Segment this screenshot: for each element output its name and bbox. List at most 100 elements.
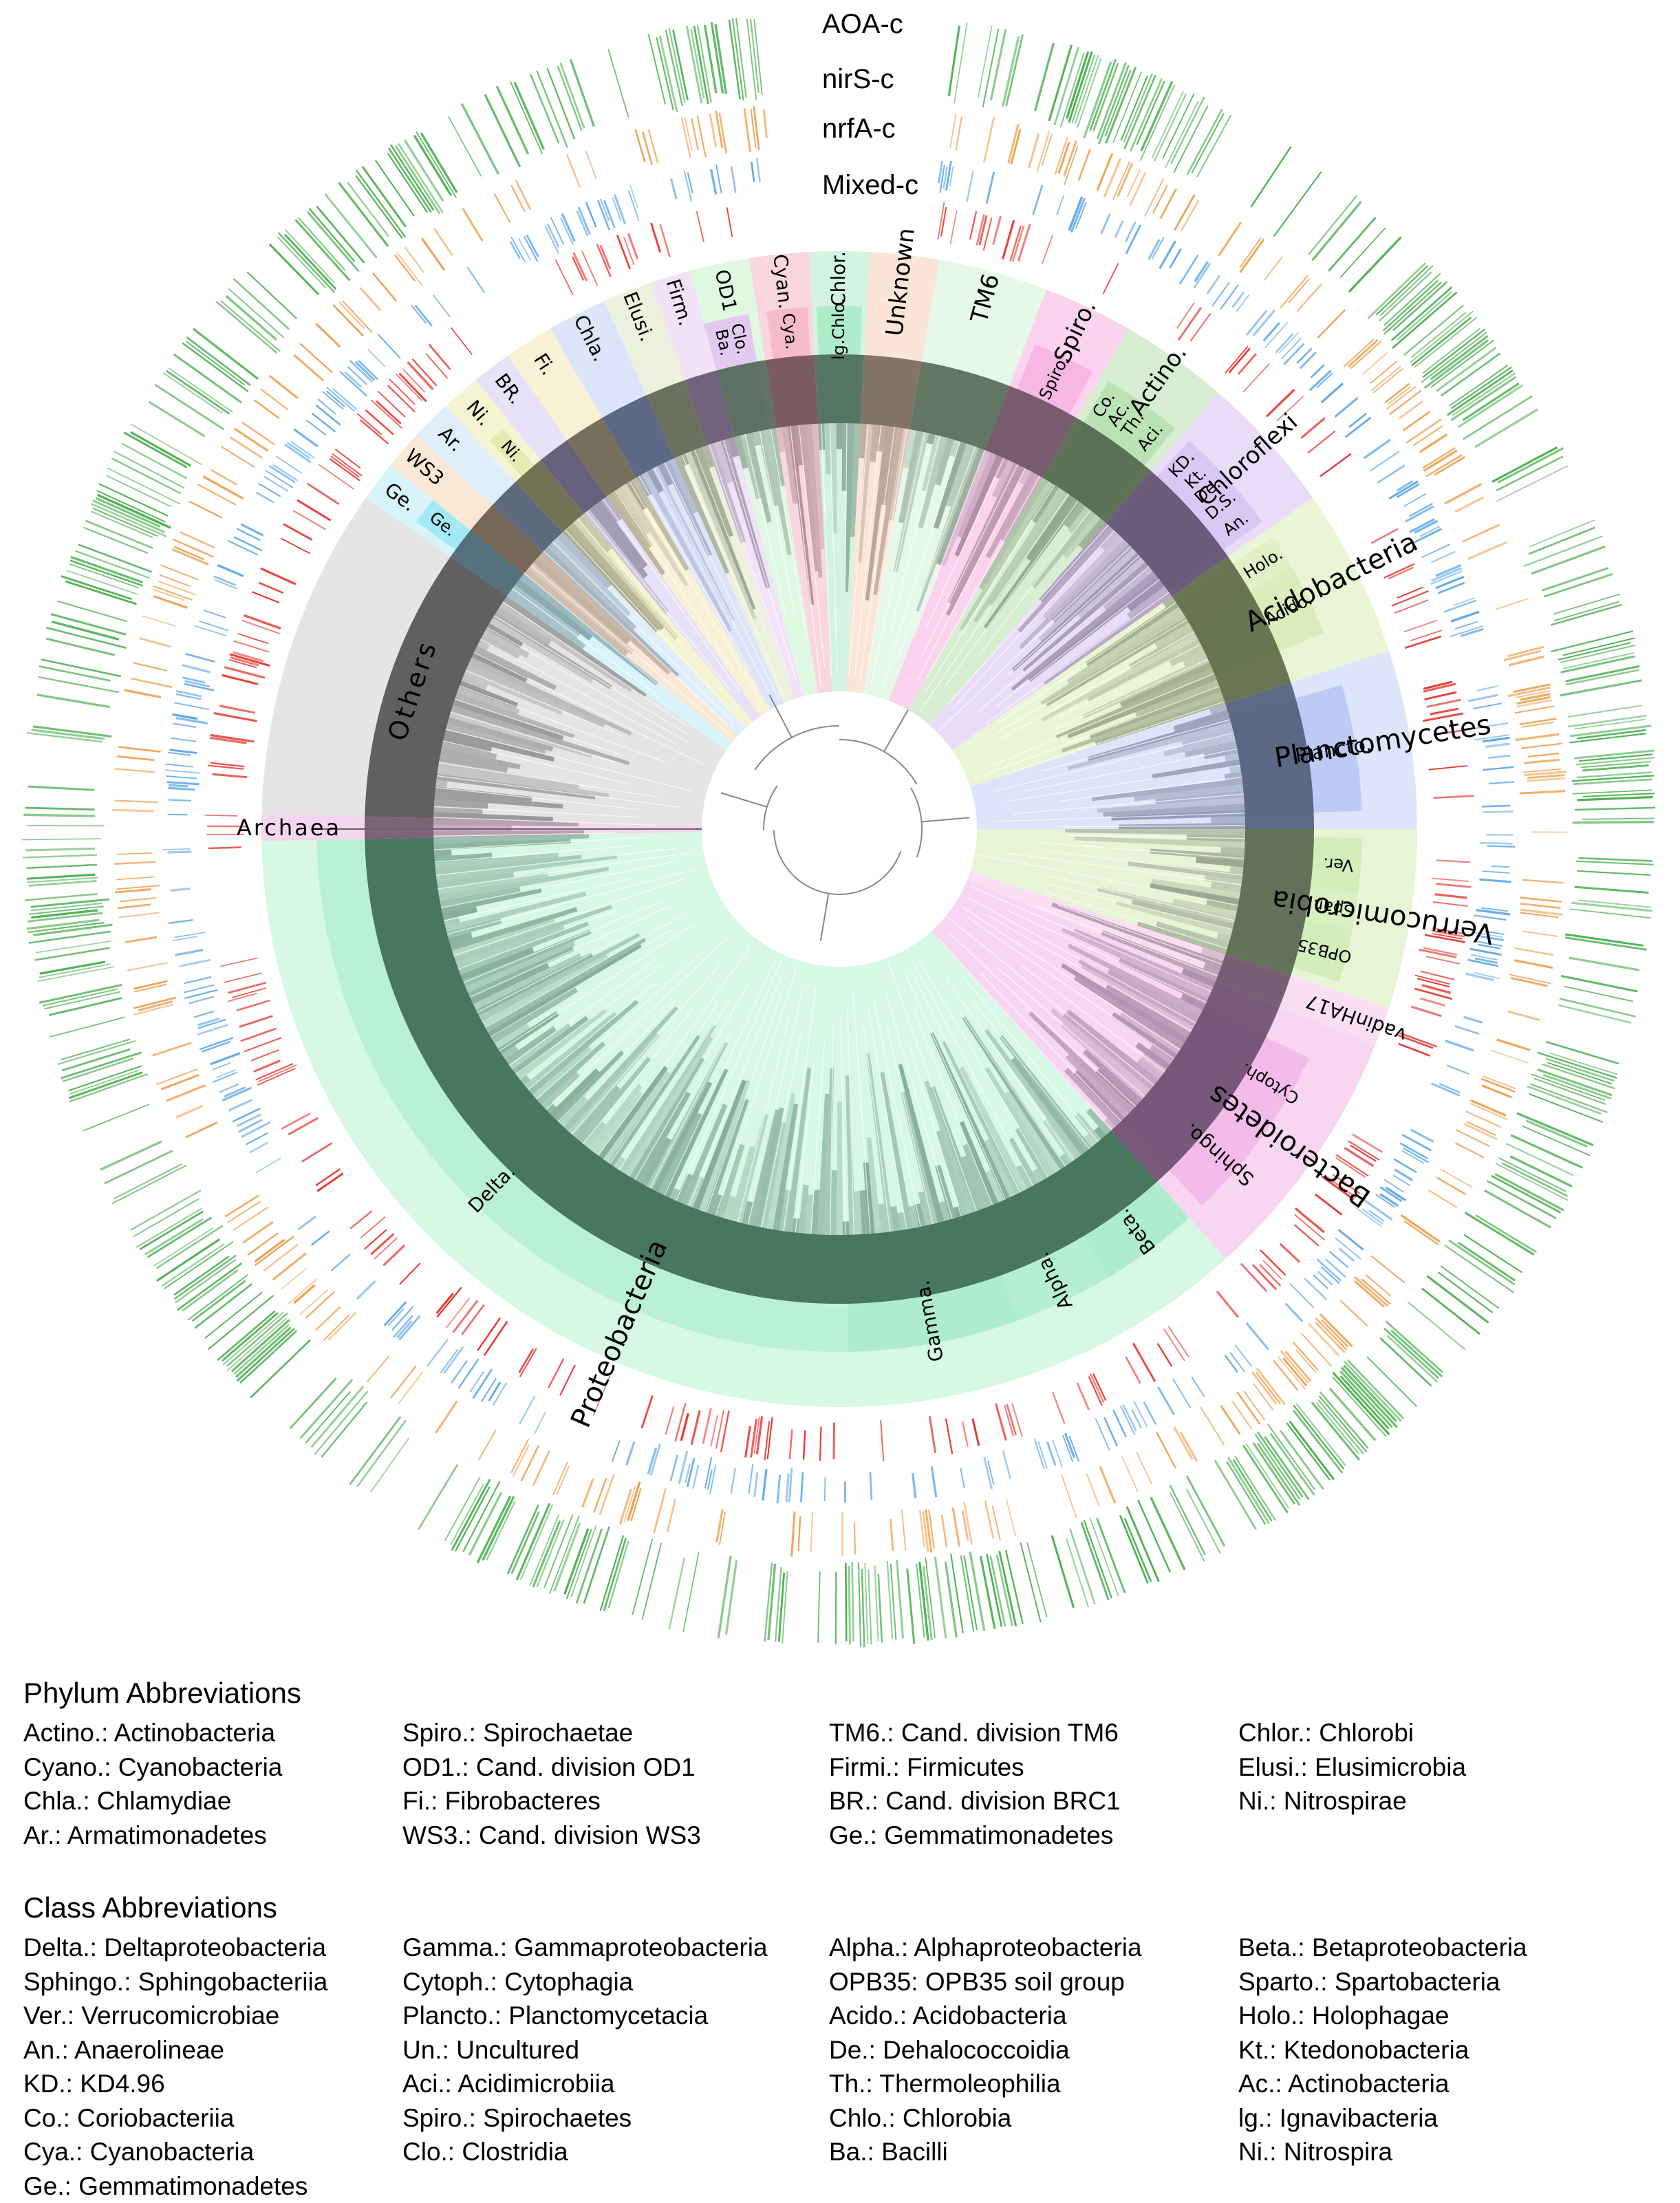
gene-cluster-tick — [28, 930, 111, 944]
gene-cluster-tick — [175, 716, 208, 725]
gene-cluster-tick — [1394, 599, 1429, 614]
gene-cluster-tick — [1409, 518, 1436, 533]
gene-cluster-tick — [251, 591, 280, 604]
gene-cluster-tick — [1421, 1287, 1480, 1335]
clade-wedge — [696, 447, 734, 537]
gene-cluster-tick — [299, 1289, 329, 1315]
gene-cluster-tick — [322, 1314, 350, 1342]
clade-wedge — [1067, 722, 1233, 771]
gene-cluster-tick — [1573, 778, 1652, 786]
gene-cluster-tick — [1242, 363, 1270, 393]
tree-branch — [998, 631, 1195, 741]
tree-branch — [770, 429, 808, 638]
gene-cluster-tick — [1537, 1051, 1617, 1079]
clade-wedge — [433, 834, 590, 844]
clade-wedge — [940, 450, 991, 566]
gene-cluster-tick — [307, 211, 360, 272]
gene-cluster-tick — [1137, 1499, 1171, 1573]
gene-cluster-tick — [477, 1317, 502, 1351]
tree-branch — [629, 481, 763, 704]
gene-cluster-tick — [890, 1563, 897, 1640]
clade-wedge — [949, 440, 960, 458]
gene-cluster-tick — [1328, 1251, 1349, 1269]
tree-branch — [664, 960, 776, 1196]
gene-cluster-tick — [402, 368, 426, 393]
clade-wedge — [537, 1041, 606, 1105]
gene-cluster-tick — [396, 252, 423, 286]
clade-wedge — [439, 754, 508, 773]
clade-wedge — [690, 449, 757, 610]
gene-cluster-tick — [1282, 1357, 1308, 1387]
gene-cluster-tick — [1569, 908, 1651, 919]
tree-branch — [1059, 776, 1242, 802]
legend-entry: Ni.: Nitrospira — [1238, 2138, 1393, 2166]
clade-tip-band — [540, 440, 607, 514]
gene-cluster-tick — [118, 746, 161, 753]
gene-cluster-tick — [344, 371, 363, 388]
clade-wedge — [754, 1107, 784, 1227]
gene-cluster-tick — [38, 676, 120, 694]
clade-wedge — [437, 767, 610, 797]
gene-cluster-tick — [68, 1071, 143, 1099]
gene-cluster-tick — [162, 372, 224, 414]
gene-cluster-tick — [228, 288, 285, 338]
clade-wedge — [806, 424, 823, 578]
gene-cluster-tick — [39, 963, 111, 978]
gene-cluster-tick — [1439, 1083, 1461, 1093]
phylum-legend-column: Actino.: Actinobacteria Cyano.: Cyanobac… — [23, 1716, 436, 1852]
gene-cluster-tick — [425, 353, 449, 379]
gene-cluster-tick — [226, 1201, 261, 1224]
gene-cluster-tick — [612, 1440, 621, 1462]
clade-wedge — [903, 429, 916, 469]
gene-cluster-tick — [1385, 1320, 1443, 1373]
gene-cluster-tick — [1483, 1189, 1551, 1229]
gene-cluster-tick — [613, 194, 627, 225]
tree-branch — [446, 868, 696, 935]
gene-cluster-tick — [774, 1567, 782, 1642]
gene-cluster-tick — [168, 799, 192, 802]
tree-branch — [445, 729, 693, 792]
gene-cluster-tick — [1514, 947, 1554, 956]
gene-cluster-tick — [1239, 237, 1262, 268]
gene-cluster-tick — [940, 206, 947, 237]
gene-cluster-tick — [1414, 987, 1453, 1000]
gene-cluster-tick — [684, 1463, 691, 1484]
gene-cluster-tick — [1560, 975, 1638, 993]
gene-cluster-tick — [1317, 1270, 1333, 1286]
gene-cluster-tick — [435, 1400, 458, 1434]
gene-cluster-tick — [922, 1511, 929, 1552]
gene-cluster-tick — [877, 1573, 883, 1643]
gene-cluster-tick — [1344, 416, 1372, 438]
gene-cluster-tick — [394, 145, 441, 215]
gene-cluster-tick — [257, 1064, 297, 1083]
gene-cluster-tick — [182, 1269, 239, 1312]
gene-cluster-tick — [1520, 912, 1559, 918]
gene-cluster-tick — [133, 980, 168, 990]
gene-cluster-tick — [78, 544, 153, 573]
gene-cluster-tick — [1480, 907, 1508, 912]
gene-cluster-tick — [194, 625, 227, 636]
gene-cluster-tick — [1423, 947, 1458, 956]
tree-branch — [921, 817, 970, 823]
clade-wedge — [908, 1205, 919, 1229]
class-label: Ver. — [1322, 854, 1354, 875]
gene-cluster-tick — [227, 539, 259, 556]
gene-cluster-tick — [1284, 1302, 1304, 1322]
gene-cluster-tick — [1423, 339, 1489, 389]
gene-cluster-tick — [1057, 142, 1070, 174]
gene-cluster-tick — [1228, 347, 1251, 374]
clade-wedge — [568, 522, 665, 631]
clade-wedge — [830, 1170, 837, 1235]
clade-wedge — [675, 1173, 693, 1203]
gene-cluster-tick — [1075, 54, 1099, 124]
gene-cluster-tick — [1473, 702, 1502, 709]
clade-wedge — [512, 1015, 589, 1075]
gene-cluster-tick — [886, 1560, 894, 1640]
gene-cluster-tick — [1068, 1436, 1080, 1462]
clade-wedge — [611, 490, 653, 548]
gene-cluster-tick — [755, 158, 761, 183]
gene-cluster-tick — [585, 202, 597, 228]
gene-cluster-tick — [1551, 603, 1622, 626]
gene-cluster-tick — [687, 172, 693, 194]
gene-cluster-tick — [153, 1227, 214, 1267]
